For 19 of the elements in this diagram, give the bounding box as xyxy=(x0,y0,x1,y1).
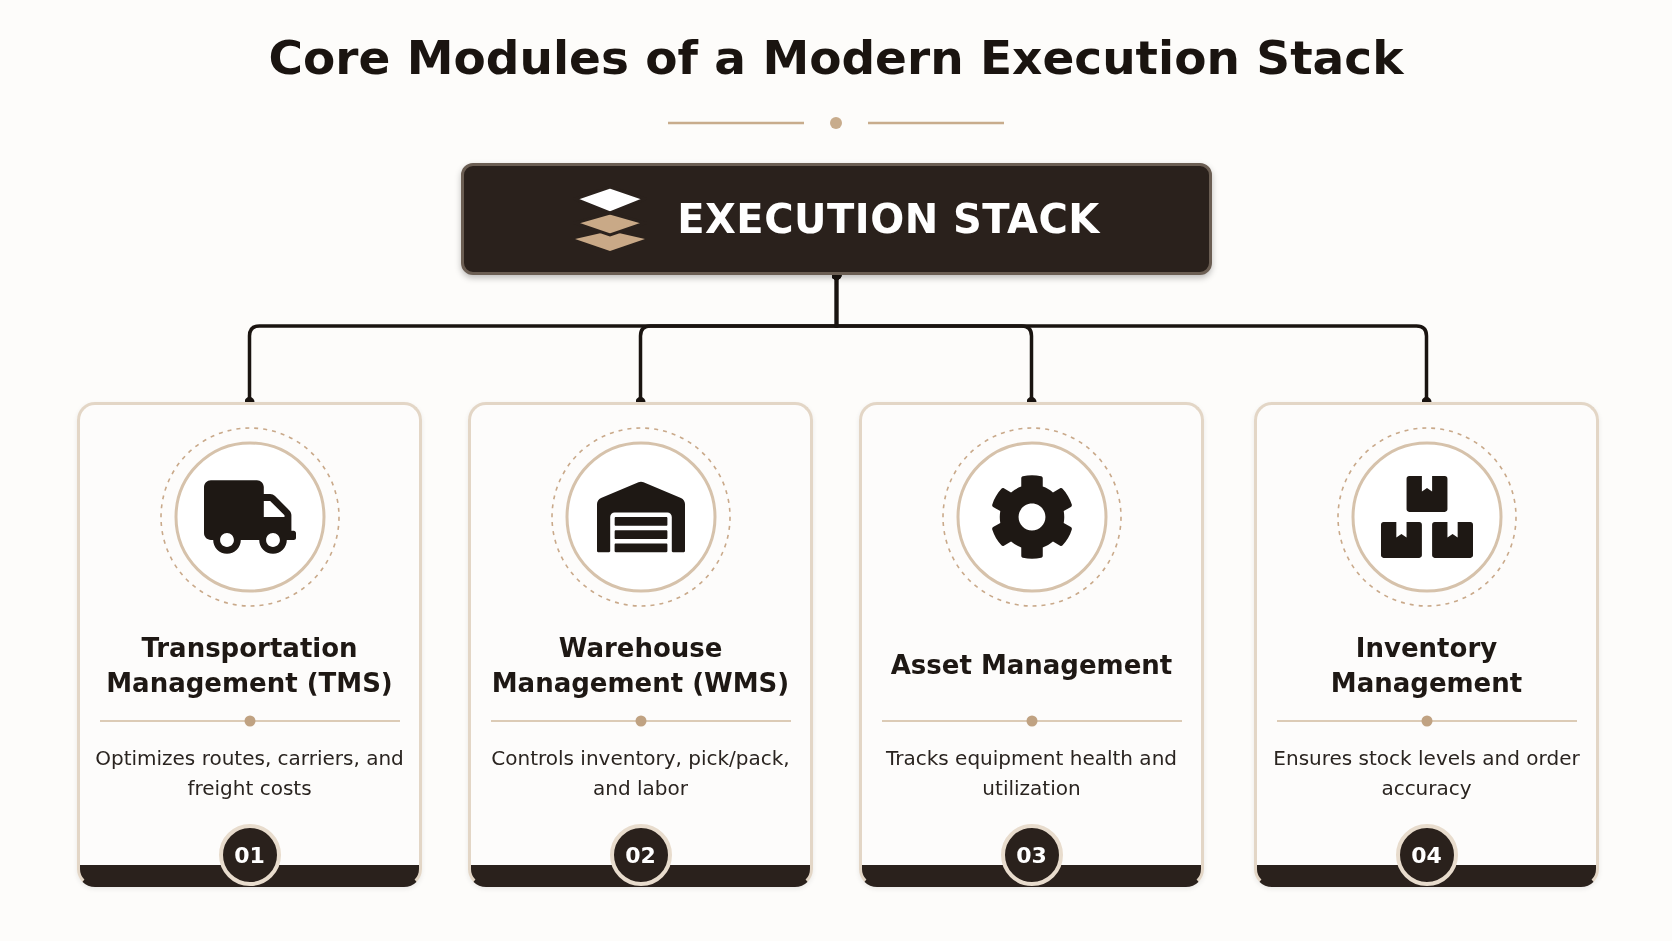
module-card xyxy=(1254,402,1599,887)
number-badge: 01 xyxy=(218,824,281,886)
header-box xyxy=(461,163,1212,275)
module-card xyxy=(77,402,422,887)
module-description: Optimizes routes, carriers, and freight costs xyxy=(94,745,405,803)
number-badge: 04 xyxy=(1395,824,1458,886)
module-description: Tracks equipment health and utilization xyxy=(885,745,1178,802)
module-card xyxy=(468,402,813,887)
module-card xyxy=(859,402,1204,887)
module-description: Controls inventory, pick/pack, and labor xyxy=(490,745,791,803)
module-title: Transportation Management (TMS) xyxy=(105,632,394,701)
module-title: Warehouse Management (WMS) xyxy=(490,632,791,701)
module-title: Asset Management xyxy=(889,649,1174,683)
number-badge: 03 xyxy=(1000,824,1063,886)
header-label: EXECUTION STACK xyxy=(677,196,1100,242)
number-badge: 02 xyxy=(609,824,672,886)
diagram-title: Core Modules of a Modern Execution Stack xyxy=(268,30,1404,85)
module-description: Ensures stock levels and order accuracy xyxy=(1272,745,1581,803)
module-title: Inventory Management xyxy=(1329,632,1524,701)
